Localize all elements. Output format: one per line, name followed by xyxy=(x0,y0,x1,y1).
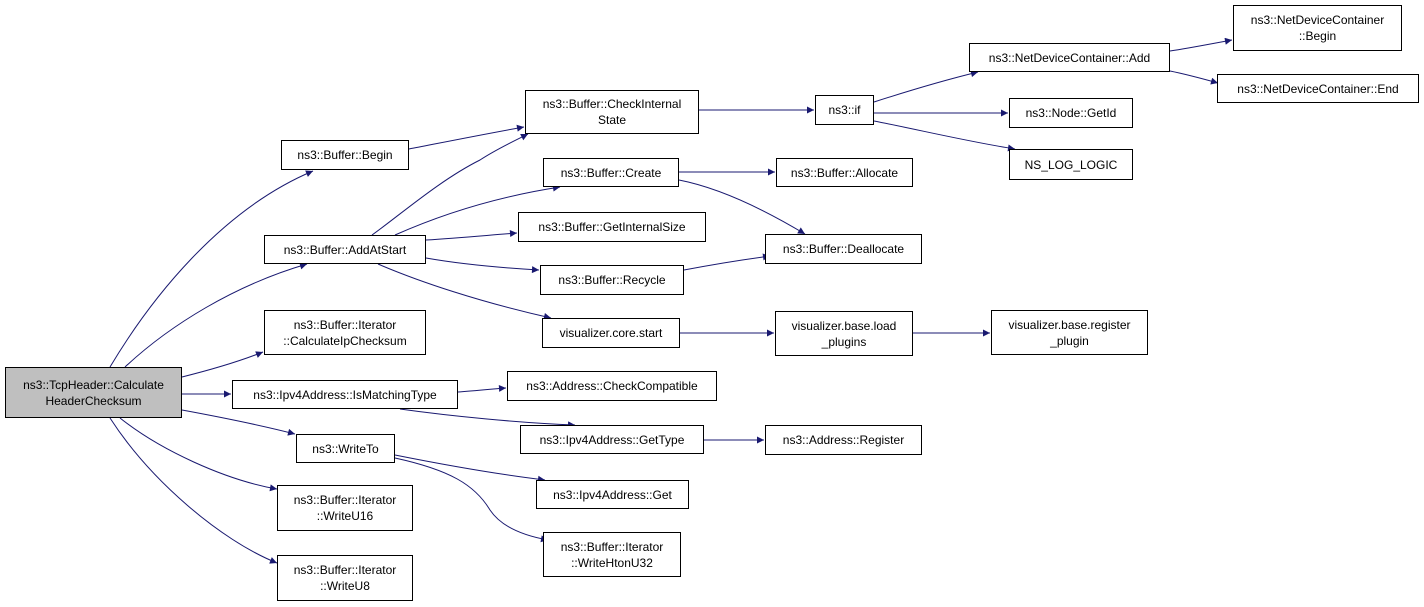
edge-addatstart-create xyxy=(394,184,561,236)
edge-root-writeto xyxy=(181,409,296,436)
node-label-line: ns3::Address::CheckCompatible xyxy=(526,379,698,393)
node-iterator-writeu16[interactable]: ns3::Buffer::Iterator ::WriteU16 xyxy=(277,485,413,531)
node-label-line: visualizer.base.load xyxy=(791,318,897,333)
node-label-line: ns3::Ipv4Address::GetType xyxy=(539,432,685,447)
node-label-line: ns3::Buffer::AddAtStart xyxy=(283,242,407,257)
node-iterator-writehtonu32[interactable]: ns3::Buffer::Iterator ::WriteHtonU32 xyxy=(543,532,681,577)
node-buffer-allocate[interactable]: ns3::Buffer::Allocate xyxy=(776,158,913,187)
node-netdevicecontainer-begin[interactable]: ns3::NetDeviceContainer ::Begin xyxy=(1233,5,1402,51)
node-label-line: ns3::Buffer::Recycle xyxy=(558,273,666,287)
edge-begin-checkinternalstate xyxy=(408,124,525,150)
edge-create-deallocate xyxy=(678,179,806,235)
edge-ismatchingtype-gettype xyxy=(399,408,576,429)
node-buffer-recycle[interactable]: ns3::Buffer::Recycle xyxy=(540,265,684,295)
edge-addatstart-checkinternalstate xyxy=(371,133,529,236)
node-address-register[interactable]: ns3::Address::Register xyxy=(765,425,922,455)
node-netdevicecontainer-end[interactable]: ns3::NetDeviceContainer::End xyxy=(1217,74,1419,103)
node-address-checkcompatible[interactable]: ns3::Address::CheckCompatible xyxy=(507,371,717,401)
node-label-line: ::WriteHtonU32 xyxy=(571,555,653,570)
node-iterator-calculateipchecksum[interactable]: ns3::Buffer::Iterator ::CalculateIpCheck… xyxy=(264,310,426,355)
node-iterator-writeu8[interactable]: ns3::Buffer::Iterator ::WriteU8 xyxy=(277,555,413,601)
node-buffer-deallocate[interactable]: ns3::Buffer::Deallocate xyxy=(765,234,922,264)
node-label-line: ns3::Node::GetId xyxy=(1025,106,1117,120)
node-label-line: ns3::Ipv4Address::IsMatchingType xyxy=(253,387,437,402)
node-label-line: ns3::Buffer::CheckInternal xyxy=(542,97,682,111)
edge-root-writeu16 xyxy=(119,417,278,492)
node-label-line: ns3::Buffer::Iterator xyxy=(560,539,664,554)
node-writeto[interactable]: ns3::WriteTo xyxy=(296,434,395,463)
edge-addatstart-getinternalsize xyxy=(425,230,518,241)
node-label-line: ns3::Buffer::Begin xyxy=(297,148,393,162)
node-buffer-checkinternalstate[interactable]: ns3::Buffer::CheckInternal State xyxy=(525,90,699,134)
node-buffer-create[interactable]: ns3::Buffer::Create xyxy=(543,158,679,187)
node-label-line: ns3::NetDeviceContainer xyxy=(1250,13,1385,27)
node-label-line: ns3::NetDeviceContainer::Add xyxy=(988,50,1151,65)
edge-addatstart-visualizer-core-start xyxy=(377,263,552,320)
edge-addatstart-recycle xyxy=(425,257,540,274)
node-label-line: ns3::NetDeviceContainer::End xyxy=(1237,81,1399,96)
node-label-line: ns3::Ipv4Address::Get xyxy=(553,487,672,502)
node-buffer-getinternalsize[interactable]: ns3::Buffer::GetInternalSize xyxy=(518,212,706,242)
node-label-line: _plugin xyxy=(1050,333,1089,348)
edge-ndc-add-ndc-begin xyxy=(1169,37,1233,52)
edge-recycle-deallocate xyxy=(683,253,771,271)
edge-ndc-add-ndc-end xyxy=(1169,70,1219,85)
node-netdevicecontainer-add[interactable]: ns3::NetDeviceContainer::Add xyxy=(969,43,1170,72)
node-ipv4address-get[interactable]: ns3::Ipv4Address::Get xyxy=(536,480,689,509)
node-ns-log-logic[interactable]: NS_LOG_LOGIC xyxy=(1009,149,1133,180)
node-node-getid[interactable]: ns3::Node::GetId xyxy=(1009,98,1133,128)
node-label-line: ns3::TcpHeader::Calculate xyxy=(23,377,164,392)
node-label-line: _plugins xyxy=(821,334,867,349)
node-label-line: ::CalculateIpChecksum xyxy=(283,333,407,348)
edge-root-calculateipchecksum xyxy=(181,351,264,378)
edge-if-ndc-add xyxy=(873,70,979,103)
node-label-line: ns3::if xyxy=(828,103,861,117)
node-ns3-if[interactable]: ns3::if xyxy=(815,95,874,125)
node-ipv4address-ismatchingtype[interactable]: ns3::Ipv4Address::IsMatchingType xyxy=(232,380,458,409)
node-buffer-begin[interactable]: ns3::Buffer::Begin xyxy=(281,140,409,170)
node-buffer-addatstart[interactable]: ns3::Buffer::AddAtStart xyxy=(264,235,426,264)
node-label-line: visualizer.core.start xyxy=(559,326,663,340)
edge-root-writeu8 xyxy=(109,417,278,564)
node-label-line: ns3::Buffer::GetInternalSize xyxy=(538,220,686,234)
edge-writeto-ipv4-get xyxy=(394,454,546,483)
node-label-line: State xyxy=(597,113,627,127)
node-tcpheader-calculateheaderchecksum: ns3::TcpHeader::Calculate HeaderChecksum xyxy=(5,367,182,418)
node-label-line: ns3::Buffer::Iterator xyxy=(293,493,397,507)
node-label-line: HeaderChecksum xyxy=(45,393,142,408)
node-label-line: ns3::WriteTo xyxy=(312,441,379,456)
node-ipv4address-gettype[interactable]: ns3::Ipv4Address::GetType xyxy=(520,425,704,454)
node-label-line: ns3::Buffer::Iterator xyxy=(293,563,397,577)
node-visualizer-base-load-plugins[interactable]: visualizer.base.load _plugins xyxy=(775,311,913,356)
node-label-line: ns3::Buffer::Deallocate xyxy=(782,242,905,256)
node-label-line: ::WriteU8 xyxy=(320,579,370,593)
node-label-line: ::WriteU16 xyxy=(316,509,374,523)
edge-root-buffer-begin xyxy=(109,170,314,368)
edge-writeto-writehtonu32 xyxy=(394,457,549,543)
node-label-line: visualizer.base.register xyxy=(1008,317,1131,332)
node-label-line: ns3::Buffer::Allocate xyxy=(790,165,899,180)
node-visualizer-core-start[interactable]: visualizer.core.start xyxy=(542,318,680,348)
edge-ismatchingtype-checkcompatible xyxy=(457,384,507,393)
node-label-line: ns3::Address::Register xyxy=(782,433,905,447)
node-label-line: ns3::Buffer::Create xyxy=(560,165,662,180)
node-label-line: NS_LOG_LOGIC xyxy=(1024,157,1118,172)
edge-root-addatstart xyxy=(124,262,308,368)
edge-if-ns-log-logic xyxy=(873,120,1016,152)
node-label-line: ns3::Buffer::Iterator xyxy=(293,317,397,332)
node-visualizer-base-register-plugin[interactable]: visualizer.base.register _plugin xyxy=(991,310,1148,355)
node-label-line: ::Begin xyxy=(1298,29,1337,43)
